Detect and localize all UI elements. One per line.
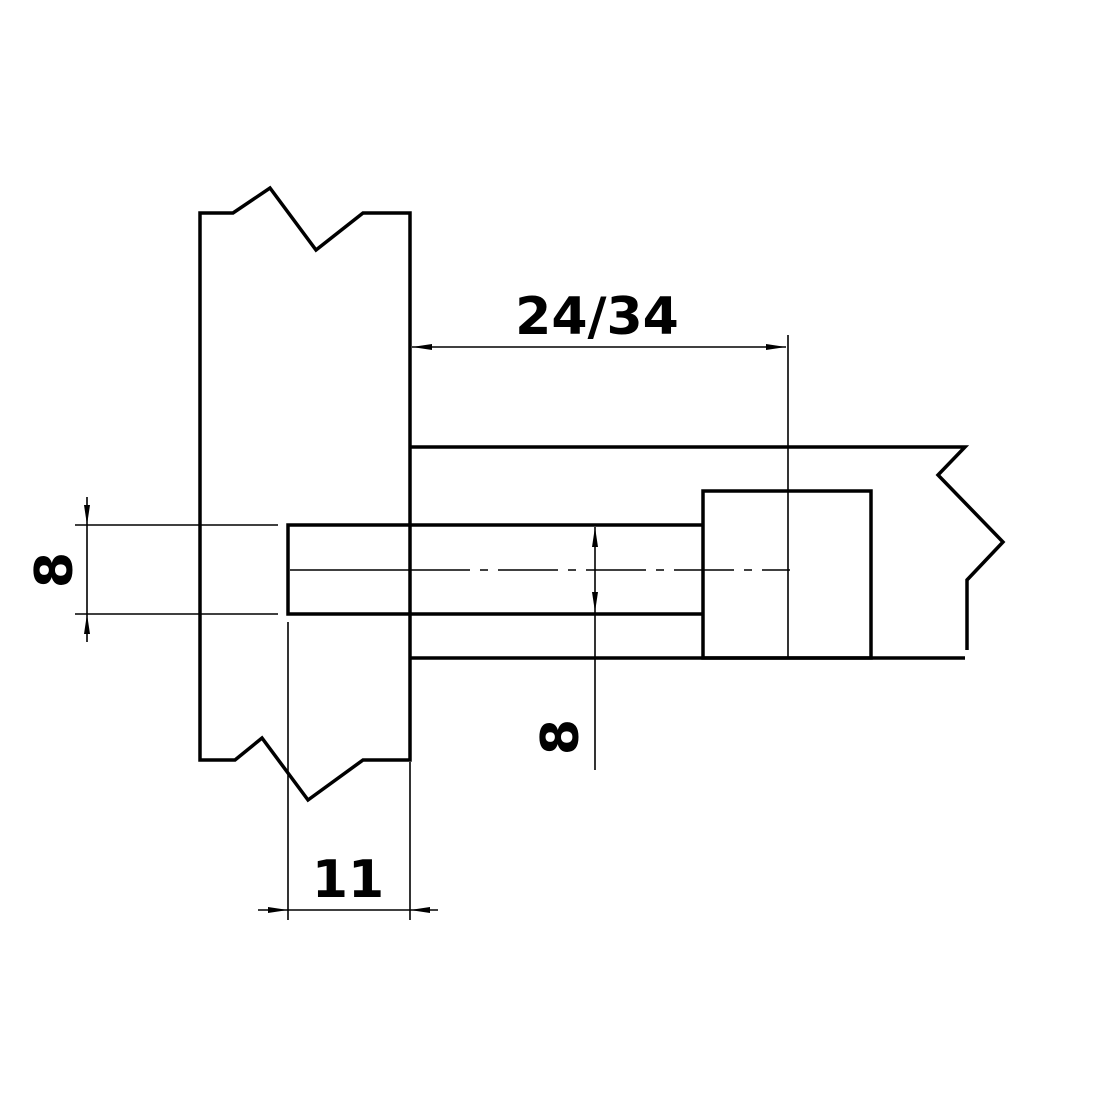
dimension-label-8-left: 8 — [25, 552, 85, 588]
right-panel-outline — [410, 445, 1006, 660]
left-panel-outline — [198, 185, 412, 803]
dowel — [410, 523, 703, 616]
panel-bore — [286, 523, 410, 616]
connector-housing — [701, 489, 873, 660]
dimension-label-11: 11 — [312, 850, 384, 910]
dimension-label-24-34: 24/34 — [515, 287, 679, 347]
dimension-label-8-right: 8 — [531, 719, 591, 755]
